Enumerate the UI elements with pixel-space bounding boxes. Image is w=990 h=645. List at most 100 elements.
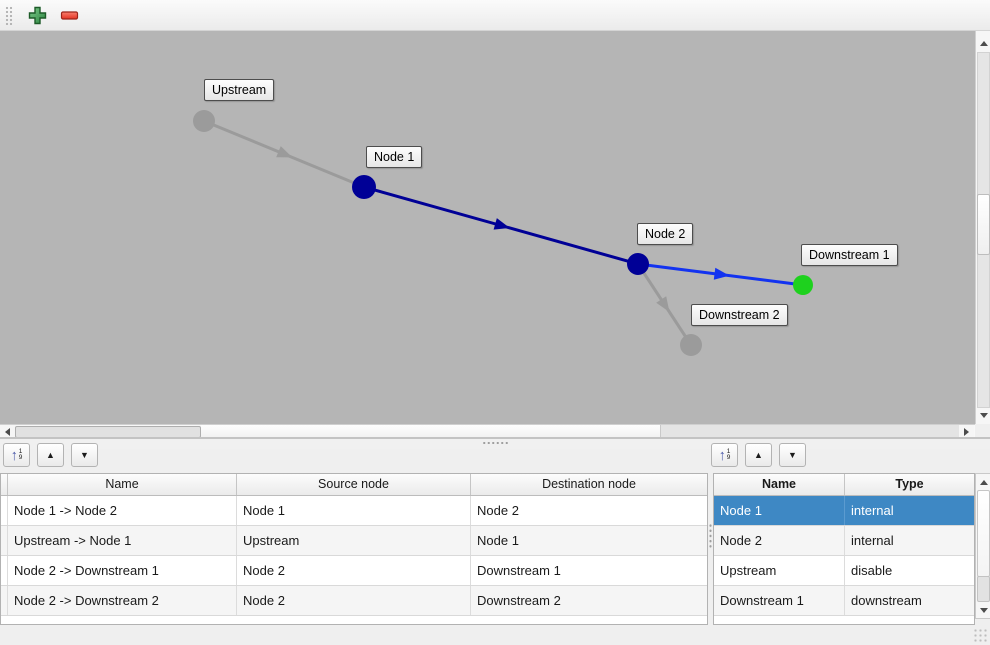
edges-panel-toolbar: ↑ 1 9 ▲ ▼	[3, 443, 98, 467]
nodes-table-row[interactable]: Downstream 1 downstream	[714, 586, 974, 616]
cell-source[interactable]: Upstream	[237, 526, 471, 555]
triangle-down-icon: ▼	[788, 450, 797, 460]
empty-partial-row	[1, 616, 707, 624]
row-header-strip	[1, 556, 8, 585]
graph-node[interactable]	[793, 275, 813, 295]
nodes-table-header: Name Type	[714, 474, 974, 496]
edge-arrowhead-icon	[713, 267, 730, 280]
cell-source[interactable]: Node 1	[237, 496, 471, 525]
edge-arrowhead-icon	[493, 218, 510, 230]
add-button[interactable]	[24, 2, 50, 28]
edge-arrowhead-icon	[656, 296, 670, 313]
scroll-up-button[interactable]	[976, 475, 990, 489]
scrollbar-thumb[interactable]	[977, 194, 990, 255]
scrollbar-track[interactable]	[660, 425, 960, 439]
cell-name[interactable]: Node 1 -> Node 2	[8, 496, 237, 525]
column-header-type[interactable]: Type	[895, 477, 924, 491]
plus-icon	[28, 6, 46, 24]
minus-icon	[60, 10, 78, 20]
cell-name[interactable]: Node 2 -> Downstream 2	[8, 586, 237, 615]
move-down-button[interactable]: ▼	[71, 443, 98, 467]
toolbar-drag-handle[interactable]	[5, 5, 13, 25]
node-label[interactable]: Downstream 1	[801, 244, 898, 266]
cell-name[interactable]: Node 2 -> Downstream 1	[8, 556, 237, 585]
nodes-table-row[interactable]: Node 2 internal	[714, 526, 974, 556]
triangle-down-icon	[979, 413, 988, 418]
column-header-name[interactable]: Name	[714, 474, 845, 495]
sort-button[interactable]: ↑ 1 9	[3, 443, 30, 467]
cell-destination[interactable]: Downstream 2	[477, 593, 561, 608]
remove-button[interactable]	[56, 2, 82, 28]
canvas-vertical-scrollbar[interactable]	[975, 31, 990, 424]
move-up-button[interactable]: ▲	[745, 443, 772, 467]
move-up-button[interactable]: ▲	[37, 443, 64, 467]
main-toolbar	[0, 0, 990, 31]
column-header-source-node[interactable]: Source node	[237, 474, 471, 495]
triangle-up-icon	[979, 41, 988, 46]
nodes-table-row[interactable]: Upstream disable	[714, 556, 974, 586]
scrollbar-track[interactable]	[201, 425, 660, 439]
node-label[interactable]: Downstream 2	[691, 304, 788, 326]
graph-drawing	[193, 110, 813, 356]
node-label[interactable]: Node 1	[366, 146, 423, 168]
column-header-name[interactable]: Name	[8, 474, 237, 495]
row-header-strip	[1, 496, 8, 525]
graph-node[interactable]	[680, 334, 702, 356]
sort-ascending-icon: ↑ 1 9	[718, 446, 731, 464]
vertical-splitter-grip-icon[interactable]	[708, 523, 713, 549]
scrollbar-thumb[interactable]	[977, 490, 990, 577]
scroll-down-button[interactable]	[976, 603, 990, 617]
sort-button[interactable]: ↑ 1 9	[711, 443, 738, 467]
edge-arrowhead-icon	[276, 146, 293, 158]
node-label[interactable]: Upstream	[204, 79, 275, 101]
nodes-table-scrollbar[interactable]	[975, 473, 990, 619]
window-resize-grip-icon[interactable]	[973, 628, 988, 643]
scroll-down-button[interactable]	[976, 408, 990, 423]
cell-type[interactable]: internal	[851, 533, 894, 548]
row-header-strip	[1, 586, 8, 615]
scroll-up-button[interactable]	[976, 36, 990, 51]
scrollbar-track[interactable]	[977, 576, 990, 602]
cell-destination[interactable]: Node 2	[477, 503, 519, 518]
cell-destination[interactable]: Downstream 1	[477, 563, 561, 578]
graph-node[interactable]	[627, 253, 649, 275]
row-header-strip	[1, 526, 8, 555]
cell-name[interactable]: Upstream	[714, 556, 845, 585]
cell-type[interactable]: disable	[851, 563, 893, 578]
column-header-destination-node[interactable]: Destination node	[542, 477, 636, 491]
cell-destination[interactable]: Node 1	[477, 533, 519, 548]
nodes-panel-toolbar: ↑ 1 9 ▲ ▼	[711, 443, 806, 467]
graph-node[interactable]	[352, 175, 376, 199]
edges-table-header: Name Source node Destination node	[1, 474, 707, 496]
triangle-right-icon	[964, 428, 969, 436]
triangle-left-icon	[5, 428, 10, 436]
edges-table: Name Source node Destination node Node 1…	[0, 473, 708, 625]
splitter-grip-icon[interactable]	[482, 441, 509, 445]
cell-type[interactable]: downstream	[851, 593, 922, 608]
cell-type[interactable]: internal	[851, 503, 894, 518]
scroll-right-button[interactable]	[959, 425, 974, 439]
cell-source[interactable]: Node 2	[237, 586, 471, 615]
cell-name[interactable]: Node 1	[714, 496, 845, 525]
move-down-button[interactable]: ▼	[779, 443, 806, 467]
triangle-up-icon	[979, 479, 988, 485]
cell-name[interactable]: Node 2	[714, 526, 845, 555]
nodes-table-row-selected[interactable]: Node 1 internal	[714, 496, 974, 526]
cell-source[interactable]: Node 2	[237, 556, 471, 585]
triangle-up-icon: ▲	[754, 450, 763, 460]
graph-node[interactable]	[193, 110, 215, 132]
node-label[interactable]: Node 2	[637, 223, 694, 245]
row-header-strip	[1, 474, 8, 495]
cell-name[interactable]: Upstream -> Node 1	[8, 526, 237, 555]
scroll-left-button[interactable]	[0, 425, 15, 439]
empty-partial-row	[714, 616, 974, 624]
cell-name[interactable]: Downstream 1	[714, 586, 845, 615]
horizontal-splitter[interactable]	[0, 437, 990, 449]
